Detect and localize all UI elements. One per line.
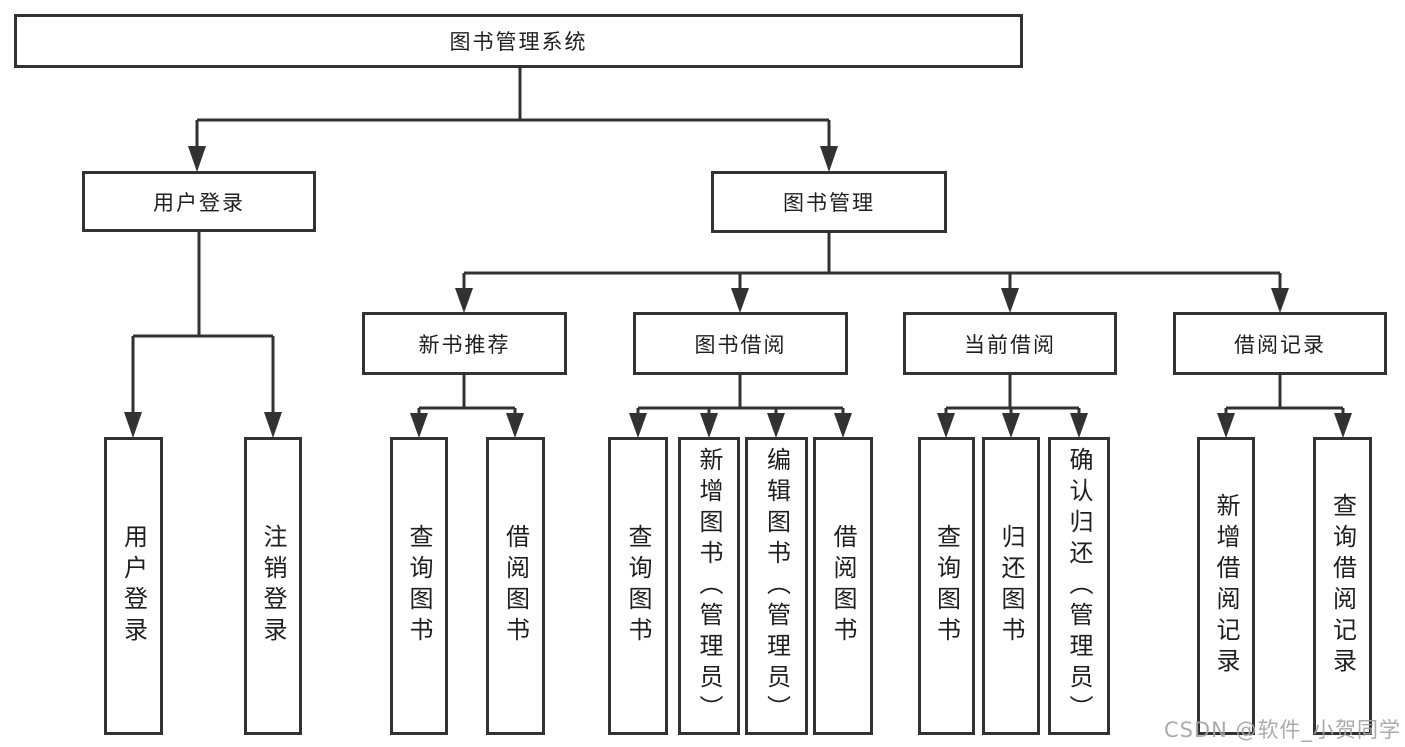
leaf-confirm-return-admin: 确认归还（管理员） (1048, 437, 1110, 735)
node-label: 用户登录 (119, 524, 148, 648)
node-label: 新书推荐 (418, 332, 511, 357)
node-book-management: 图书管理 (711, 171, 947, 233)
node-label: 借阅图书 (501, 524, 530, 648)
node-new-book-recommendation: 新书推荐 (362, 312, 567, 375)
node-label: 借阅记录 (1234, 332, 1326, 357)
node-label: 查询借阅记录 (1328, 493, 1357, 679)
leaf-return-books: 归还图书 (982, 437, 1040, 735)
node-label: 编辑图书（管理员） (762, 446, 791, 726)
node-book-borrowing: 图书借阅 (633, 312, 848, 375)
leaf-borrow-books-recommend: 借阅图书 (486, 437, 545, 735)
node-label: 新增借阅记录 (1212, 493, 1240, 679)
leaf-query-books-borrowing: 查询图书 (608, 437, 668, 735)
node-label: 查询图书 (932, 524, 961, 648)
node-label: 确认归还（管理员） (1065, 446, 1093, 726)
leaf-query-books-current: 查询图书 (918, 437, 975, 735)
node-label: 图书管理 (783, 191, 875, 215)
node-label: 查询图书 (624, 524, 652, 648)
node-label: 图书借阅 (694, 332, 787, 357)
leaf-query-books-recommend: 查询图书 (390, 437, 448, 735)
node-current-borrowing: 当前借阅 (903, 312, 1117, 375)
leaf-user-login: 用户登录 (104, 437, 163, 735)
node-label: 当前借阅 (964, 332, 1056, 357)
node-label: 归还图书 (997, 524, 1025, 648)
node-label: 用户登录 (153, 190, 245, 215)
leaf-logout: 注销登录 (244, 437, 302, 735)
watermark: CSDN @软件_小贺同学 (1163, 718, 1401, 742)
node-root: 图书管理系统 (14, 14, 1023, 68)
node-label: 借阅图书 (829, 524, 857, 648)
leaf-add-book-admin: 新增图书（管理员） (678, 437, 740, 735)
node-user-login: 用户登录 (82, 171, 316, 232)
leaf-add-borrow-record: 新增借阅记录 (1197, 437, 1255, 735)
node-label: 注销登录 (259, 524, 287, 648)
leaf-borrow-books-borrowing: 借阅图书 (813, 437, 873, 735)
node-label: 新增图书（管理员） (695, 446, 723, 726)
node-borrowing-records: 借阅记录 (1173, 312, 1387, 375)
leaf-edit-book-admin: 编辑图书（管理员） (745, 437, 808, 735)
node-label: 图书管理系统 (449, 30, 588, 54)
leaf-query-borrow-record: 查询借阅记录 (1313, 437, 1372, 735)
node-label: 查询图书 (405, 524, 433, 648)
